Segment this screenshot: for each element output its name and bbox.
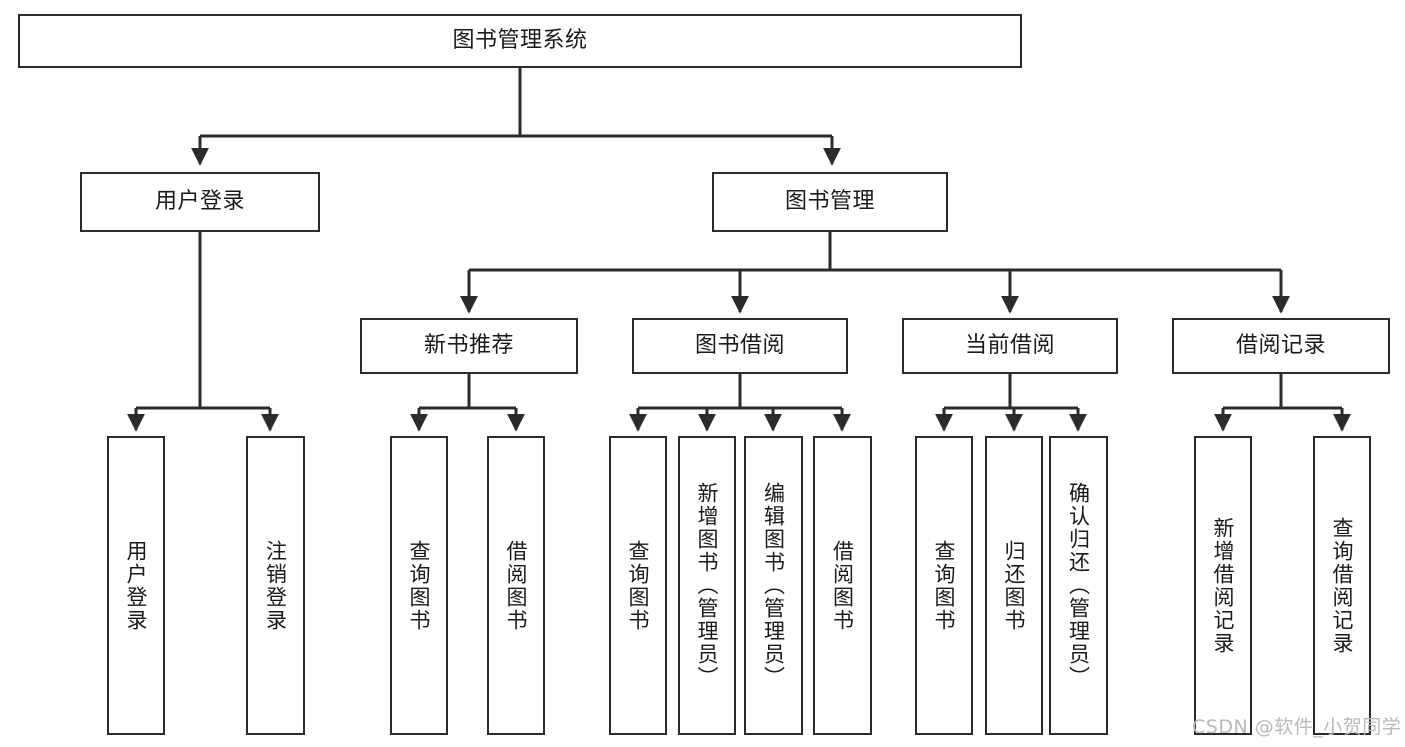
node-leaf-edit-book[interactable]: 编辑图书（管理员） xyxy=(744,436,803,735)
node-label: 归还图书 xyxy=(1002,539,1027,632)
node-leaf-user-login[interactable]: 用户登录 xyxy=(107,436,165,735)
node-book-manage[interactable]: 图书管理 xyxy=(712,172,948,232)
node-leaf-query-book-2[interactable]: 查询图书 xyxy=(609,436,667,735)
node-leaf-query-book-3[interactable]: 查询图书 xyxy=(915,436,973,735)
node-leaf-user-logout[interactable]: 注销登录 xyxy=(246,436,305,735)
node-label: 注销登录 xyxy=(263,539,288,632)
node-borrow-record[interactable]: 借阅记录 xyxy=(1172,318,1390,374)
node-label: 查询图书 xyxy=(626,539,651,632)
node-label: 借阅图书 xyxy=(504,539,529,632)
node-label: 查询图书 xyxy=(932,539,957,632)
node-label: 借阅图书 xyxy=(830,539,855,632)
node-new-book-rec[interactable]: 新书推荐 xyxy=(360,318,578,374)
node-leaf-query-record[interactable]: 查询借阅记录 xyxy=(1313,436,1371,735)
node-current-borrow[interactable]: 当前借阅 xyxy=(902,318,1118,374)
node-label: 图书借阅 xyxy=(694,332,785,358)
node-leaf-borrow-book-2[interactable]: 借阅图书 xyxy=(813,436,872,735)
node-label: 图书管理 xyxy=(784,188,875,214)
node-label: 编辑图书（管理员） xyxy=(761,482,786,689)
node-label: 新书推荐 xyxy=(423,332,514,358)
node-leaf-confirm-return[interactable]: 确认归还（管理员） xyxy=(1049,436,1108,735)
node-label: 新增借阅记录 xyxy=(1211,516,1236,655)
node-label: 查询图书 xyxy=(407,539,432,632)
node-label: 查询借阅记录 xyxy=(1330,516,1355,655)
node-label: 用户登录 xyxy=(124,539,149,632)
node-label: 借阅记录 xyxy=(1235,332,1326,358)
node-leaf-add-book[interactable]: 新增图书（管理员） xyxy=(678,436,736,735)
node-label: 确认归还（管理员） xyxy=(1066,482,1091,689)
node-leaf-query-book-1[interactable]: 查询图书 xyxy=(390,436,448,735)
node-leaf-add-record[interactable]: 新增借阅记录 xyxy=(1194,436,1252,735)
node-leaf-borrow-book-1[interactable]: 借阅图书 xyxy=(487,436,545,735)
node-label: 当前借阅 xyxy=(964,332,1055,358)
node-book-borrow[interactable]: 图书借阅 xyxy=(632,318,848,374)
node-label: 图书管理系统 xyxy=(452,27,588,53)
csdn-watermark: CSDN @软件_小贺同学 xyxy=(1192,716,1402,738)
node-user-login[interactable]: 用户登录 xyxy=(80,172,320,232)
node-leaf-return-book[interactable]: 归还图书 xyxy=(985,436,1043,735)
node-label: 用户登录 xyxy=(154,188,245,214)
node-root[interactable]: 图书管理系统 xyxy=(18,14,1022,68)
node-label: 新增图书（管理员） xyxy=(695,482,720,689)
